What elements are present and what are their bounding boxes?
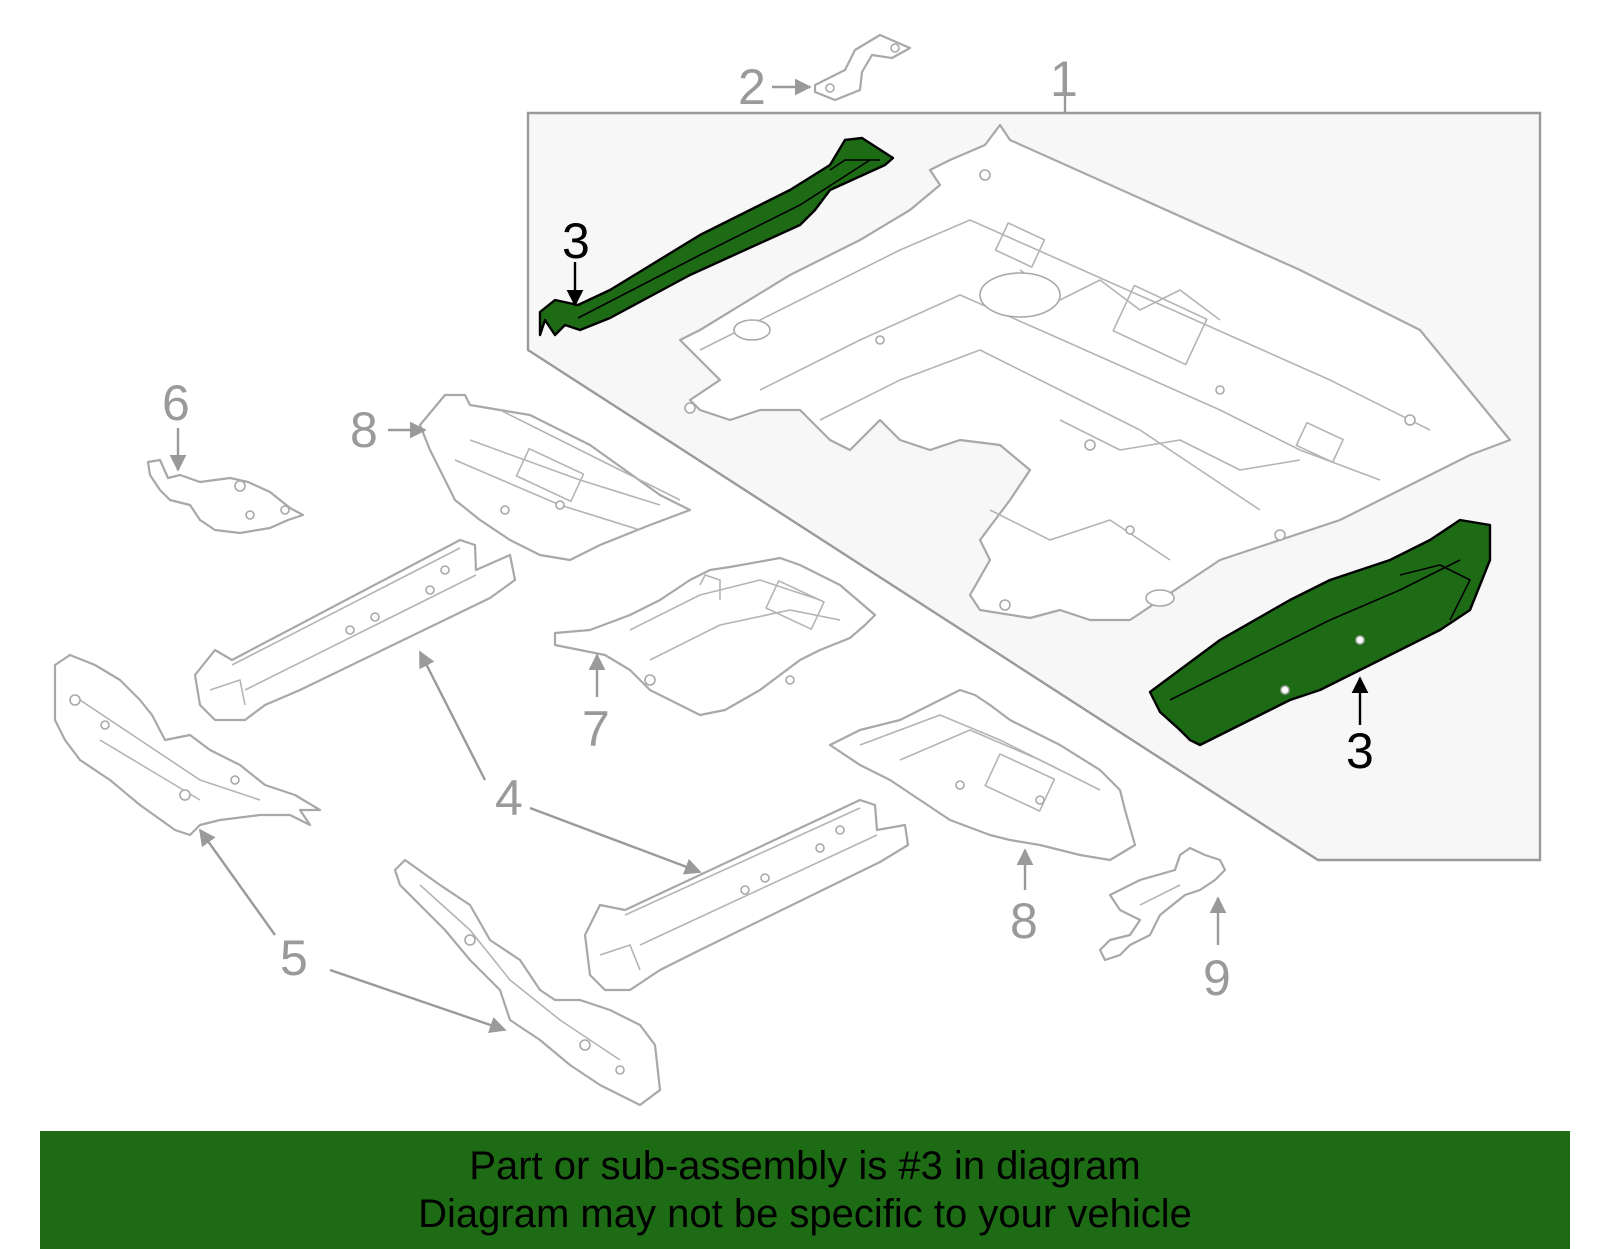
- leader-5-lower: [329, 968, 507, 1034]
- callout-3-lower: 3: [1346, 723, 1374, 779]
- leader-5-upper: [199, 828, 276, 936]
- callout-8-upper: 8: [350, 402, 378, 458]
- bracket-part-2[interactable]: [813, 33, 912, 102]
- floor-panel-part-7[interactable]: [553, 556, 877, 717]
- banner-line-part: Part or sub-assembly is #3 in diagram: [469, 1144, 1141, 1188]
- callout-7: 7: [582, 701, 610, 757]
- reinforcement-part-5-upper[interactable]: [53, 653, 322, 837]
- bracket-part-9[interactable]: [1098, 846, 1227, 962]
- rail-part-3-upper[interactable]: [538, 136, 895, 337]
- reinforcement-part-5-lower[interactable]: [393, 858, 662, 1107]
- callout-3-upper: 3: [562, 213, 590, 269]
- floor-panel-part-8-upper[interactable]: [418, 393, 692, 562]
- side-member-part-4-upper[interactable]: [193, 538, 517, 722]
- callout-4: 4: [495, 770, 523, 826]
- leader-4-upper: [418, 650, 487, 781]
- rail-part-3-lower[interactable]: [1148, 518, 1492, 747]
- floor-pan-part[interactable]: [678, 123, 1512, 622]
- leader-4-lower: [529, 806, 702, 875]
- side-member-part-4-lower[interactable]: [583, 798, 910, 992]
- floor-panel-part-8-lower[interactable]: [828, 688, 1137, 862]
- callout-5: 5: [280, 930, 308, 986]
- callout-6: 6: [162, 375, 190, 431]
- bracket-part-6[interactable]: [146, 458, 305, 535]
- callout-8-lower: 8: [1010, 893, 1038, 949]
- info-banner: Part or sub-assembly is #3 in diagram Di…: [40, 1131, 1570, 1249]
- callout-2: 2: [738, 59, 766, 115]
- banner-line-disclaimer: Diagram may not be specific to your vehi…: [418, 1192, 1192, 1236]
- callout-1: 1: [1050, 51, 1078, 107]
- callout-9: 9: [1203, 950, 1231, 1006]
